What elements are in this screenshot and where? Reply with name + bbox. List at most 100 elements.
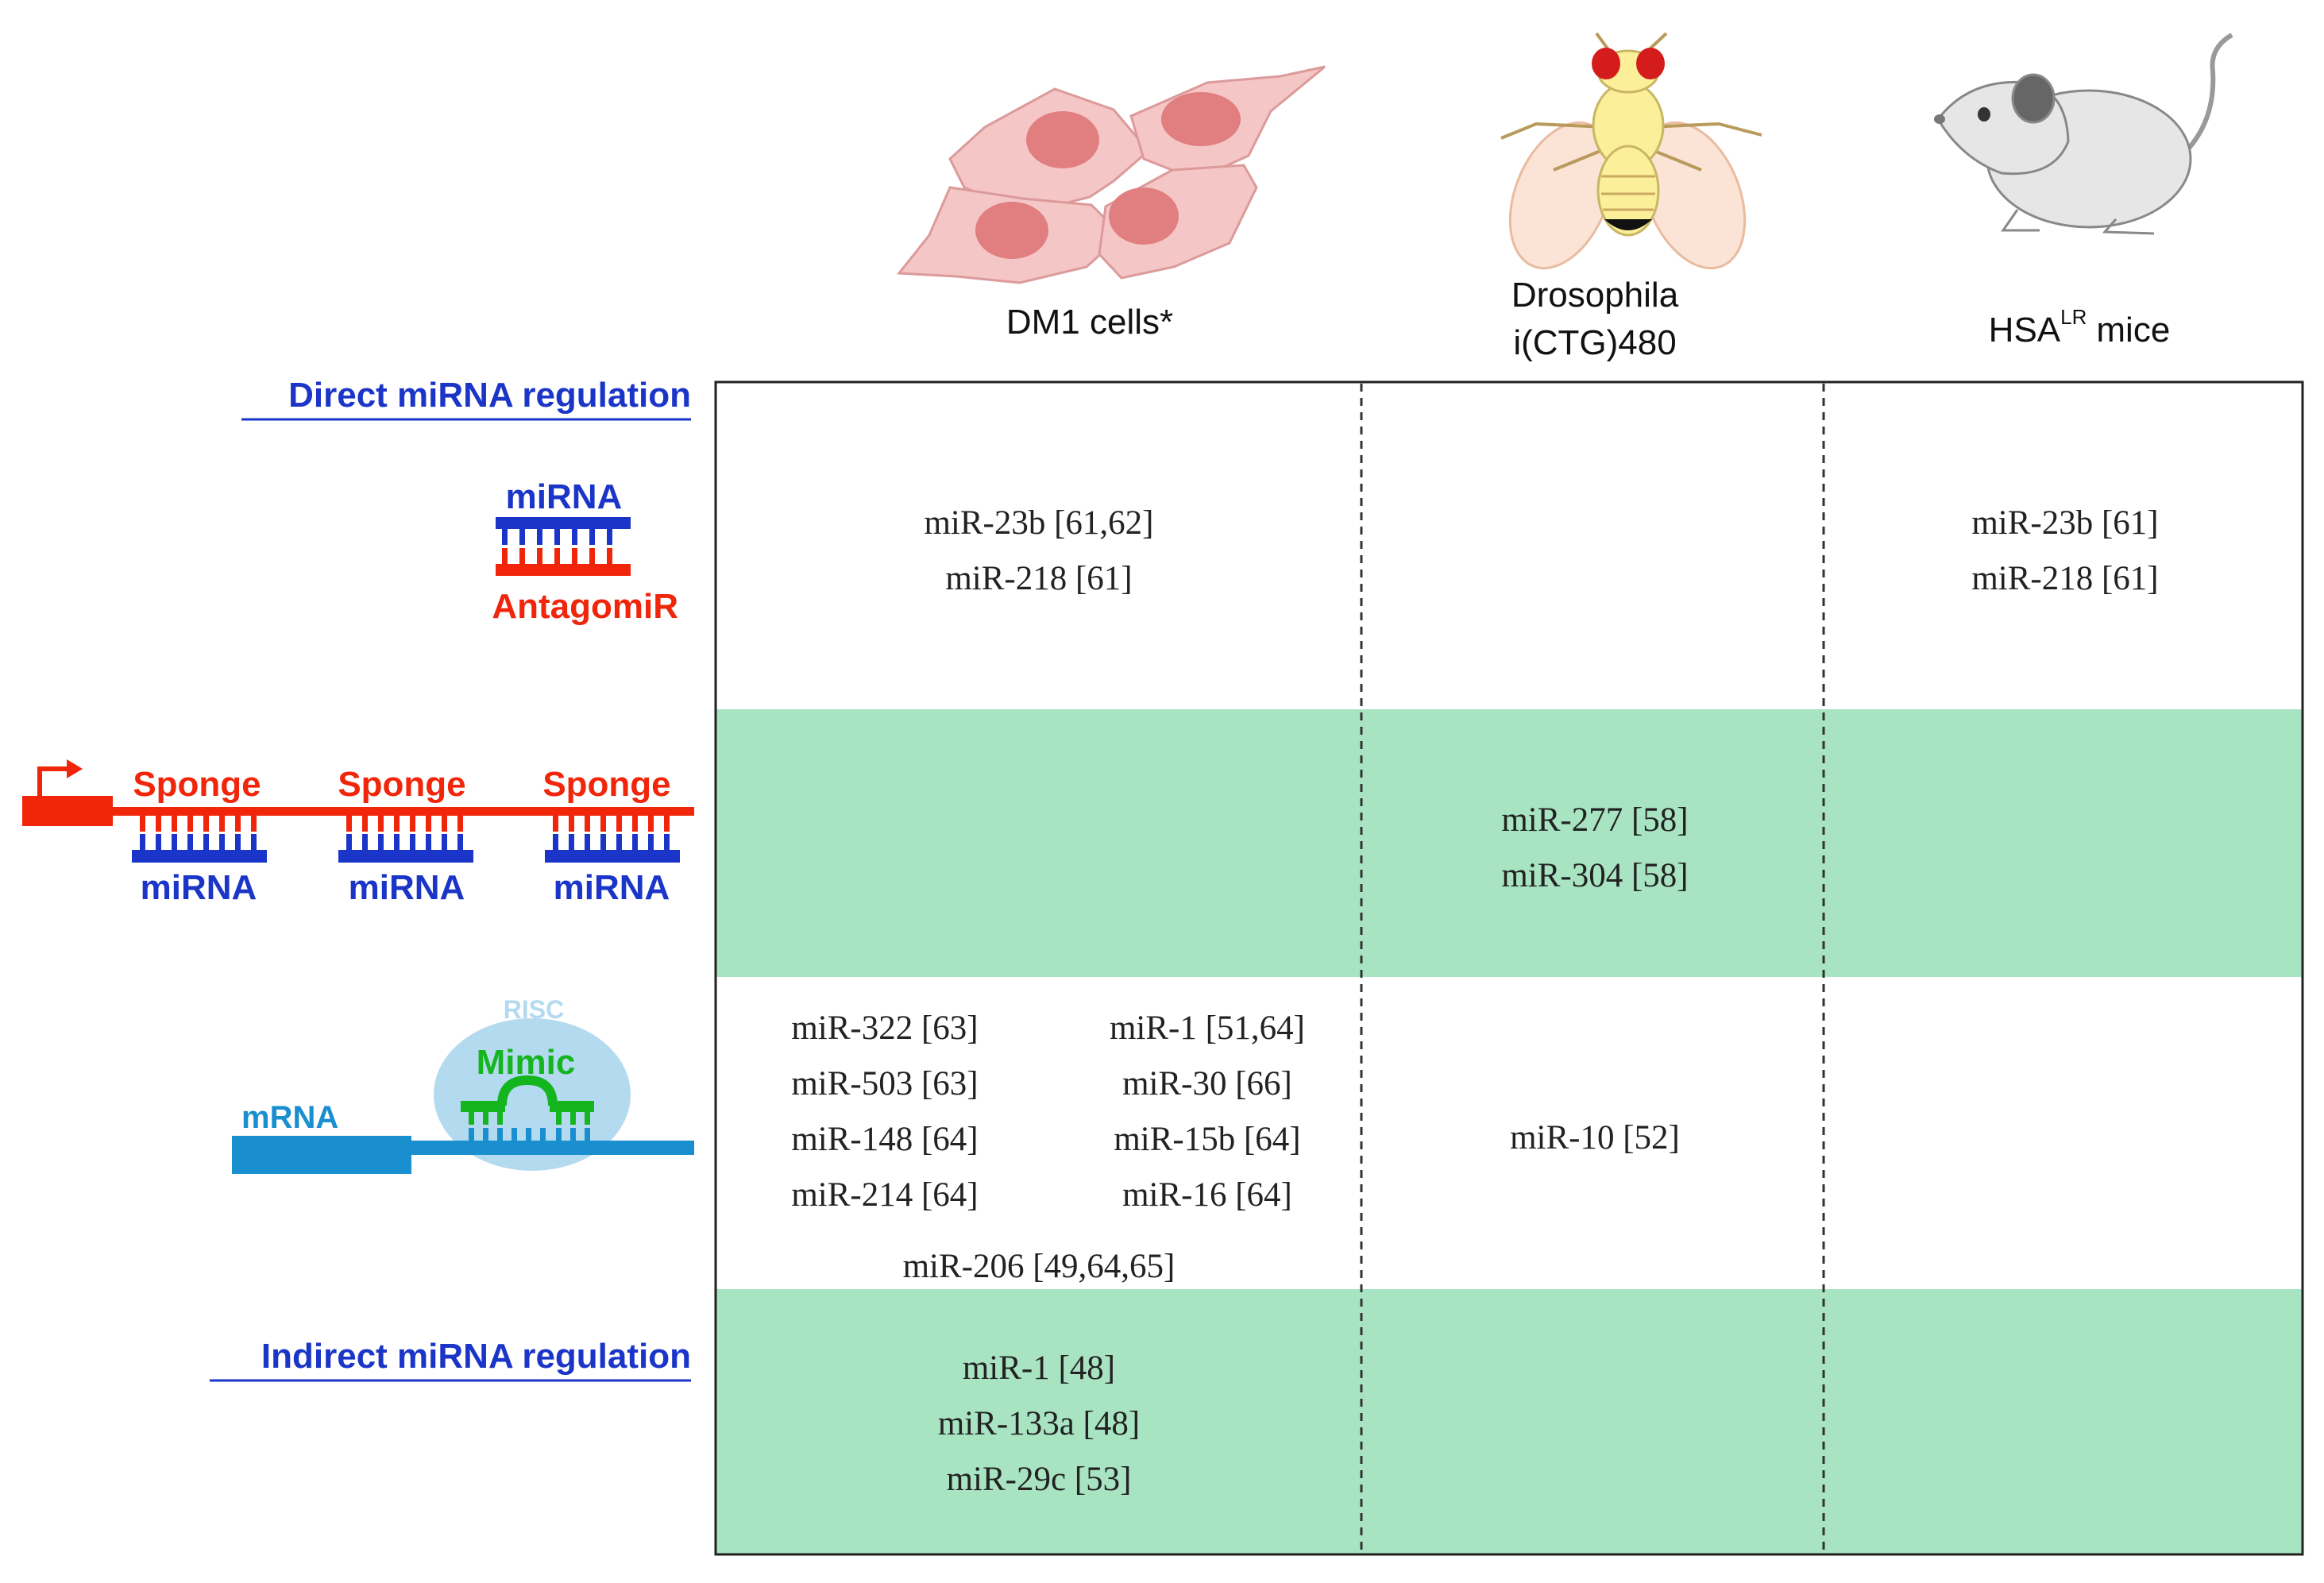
sponge-mirna-tooth [664, 834, 670, 850]
promoter-arrowhead [67, 759, 83, 778]
cell-nucleus-2 [1161, 92, 1241, 146]
mimic-tooth [483, 1112, 488, 1125]
sponge-mirna-tooth [378, 834, 384, 850]
fly-abdomen [1596, 145, 1660, 237]
sponge-tooth [600, 816, 606, 832]
antagomir-tooth [589, 548, 595, 564]
sponge-drosophila-entry: miR-304 [58] [1501, 857, 1688, 894]
promoter-arrow-icon [37, 766, 68, 796]
cell-nucleus-4 [1109, 187, 1179, 245]
mrna-tooth [483, 1128, 488, 1141]
mirna-tooth [572, 529, 577, 545]
sponge-mirna-label-1: miRNA [141, 868, 257, 907]
indirect-regulation-label: Indirect miRNA regulation [261, 1337, 691, 1376]
sponge-tooth [426, 816, 431, 832]
fly-abdomen-tip [1604, 219, 1652, 230]
antagomir-dm1-entry: miR-218 [61] [945, 560, 1132, 597]
mimic-tooth [497, 1112, 503, 1125]
sponge-tooth [156, 816, 161, 832]
cell-nucleus-3 [975, 202, 1048, 259]
mimic-dm1-entry-left: miR-322 [63] [791, 1010, 978, 1047]
mirna-tooth [554, 529, 560, 545]
sponge-drosophila-entry: miR-277 [58] [1501, 801, 1688, 839]
column-header-drosophila-line1: Drosophila [1511, 276, 1679, 315]
indirect-dm1-entry: miR-1 [48] [963, 1349, 1115, 1387]
sponge-tooth [203, 816, 209, 832]
mrna-tooth [512, 1128, 517, 1141]
direct-regulation-label: Direct miRNA regulation [288, 376, 691, 415]
sponge-mirna-tooth [172, 834, 177, 850]
drosophila-illustration [1500, 32, 1762, 270]
sponge-site-3 [545, 816, 680, 863]
results-table [714, 380, 2304, 1556]
row-antagomir-bg [716, 382, 2303, 709]
mimic-dm1-entry-right: miR-15b [64] [1114, 1121, 1300, 1158]
mimic-graphic: RISC Mimic mRNA [232, 995, 694, 1174]
fly-leg-4 [1650, 148, 1702, 172]
sponge-tooth [362, 816, 368, 832]
mice-label-tail: mice [2096, 311, 2170, 349]
antagomir-label: AntagomiR [492, 587, 678, 626]
sponge-mirna-tooth [553, 834, 558, 850]
sponge-site-1 [132, 816, 267, 863]
sponge-mirna-tooth [394, 834, 400, 850]
sponge-tooth [648, 816, 654, 832]
cell-entries: miR-23b [61,62] miR-218 [61] miR-23b [61… [791, 504, 2158, 1498]
mimic-strand-right [550, 1101, 594, 1112]
mrna-tooth [556, 1128, 562, 1141]
sponge-mirna-tooth [140, 834, 145, 850]
column-header-drosophila-line2: i(CTG)480 [1513, 323, 1676, 362]
mice-label-superscript: LR [2060, 305, 2087, 329]
sponge-tooth [457, 816, 463, 832]
sponge-label-1: Sponge [133, 765, 261, 804]
mimic-tooth [556, 1112, 562, 1125]
sponge-tooth [616, 816, 622, 832]
sponge-tooth [569, 816, 574, 832]
sponge-mirna-tooth [616, 834, 622, 850]
antagomir-tooth [554, 548, 560, 564]
antagomir-tooth [572, 548, 577, 564]
mimic-tooth [469, 1112, 474, 1125]
sponge-tooth [187, 816, 193, 832]
mouse-illustration [1934, 33, 2233, 235]
sponge-tooth [140, 816, 145, 832]
mrna-tooth [526, 1128, 531, 1141]
antagomir-tooth [519, 548, 525, 564]
sponge-mirna-strand [545, 850, 680, 863]
sponge-tooth [442, 816, 447, 832]
mrna-tooth [570, 1128, 576, 1141]
fly-leg-1 [1500, 122, 1607, 140]
sponge-mirna-tooth [585, 834, 590, 850]
mrna-cds-box [232, 1136, 411, 1174]
mirna-tooth [589, 529, 595, 545]
mirna-tooth [537, 529, 542, 545]
antagomir-tooth [537, 548, 542, 564]
fly-eye-left [1592, 48, 1620, 79]
sponge-tooth [632, 816, 638, 832]
mouse-nose [1934, 114, 1945, 124]
sponge-tooth [553, 816, 558, 832]
row-indirect-bg [716, 1289, 2303, 1554]
fly-leg-2 [1648, 122, 1762, 137]
sponge-tooth [219, 816, 225, 832]
sponge-tooth [378, 816, 384, 832]
mirna-tooth [519, 529, 525, 545]
column-header-dm1: DM1 cells* [1006, 303, 1173, 342]
mrna-tooth [497, 1128, 503, 1141]
sponge-mirna-tooth [346, 834, 352, 850]
antagomir-graphic: miRNA AntagomiR [492, 477, 678, 626]
antagomir-tooth [502, 548, 508, 564]
sponge-mirna-tooth [442, 834, 447, 850]
sponge-tooth [235, 816, 241, 832]
mimic-dm1-entry-right: miR-1 [51,64] [1110, 1010, 1305, 1047]
mimic-dm1-entry-right: miR-30 [66] [1122, 1065, 1292, 1102]
sponge-mirna-tooth [362, 834, 368, 850]
mrna-tooth [540, 1128, 546, 1141]
mimic-tooth [585, 1112, 590, 1125]
sponge-graphic: Sponge Sponge Sponge miRNA miRNA miRNA [22, 759, 694, 907]
sponge-mirna-tooth [251, 834, 257, 850]
sponge-mirna-tooth [569, 834, 574, 850]
antagomir-strand [496, 564, 631, 576]
